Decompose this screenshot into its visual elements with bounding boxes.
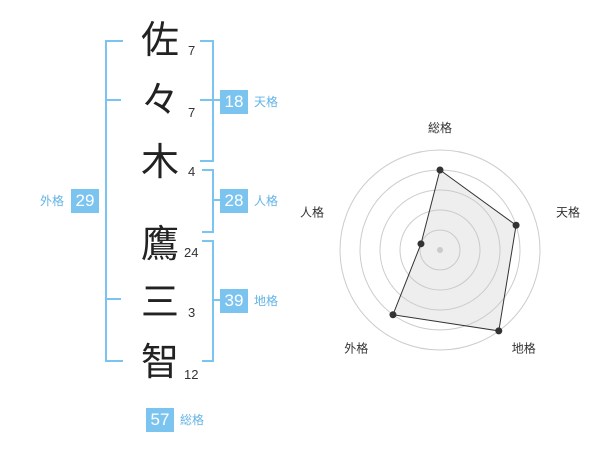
- radar-area: [392, 169, 517, 332]
- stroke-count-2: 7: [188, 105, 196, 120]
- radar-ring-3: [379, 189, 501, 311]
- gaikaku-value: 29: [71, 189, 99, 213]
- gaikaku-tick-top: [105, 99, 121, 101]
- gaikaku-tick-bottom: [105, 298, 121, 300]
- soukaku-label: 総格: [180, 413, 205, 427]
- stroke-count-1: 7: [188, 43, 196, 58]
- name-char-3: 木: [140, 140, 179, 184]
- gaikaku-bracket: [105, 40, 123, 362]
- tenkaku-tick: [200, 99, 220, 101]
- radar-point-4: [417, 240, 425, 248]
- radar-axis-label-0: 総格: [428, 120, 452, 135]
- radar-point-1: [512, 221, 520, 229]
- stroke-count-3: 4: [188, 164, 196, 179]
- radar-axis-label-2: 地格: [512, 341, 536, 356]
- radar-center-dot: [437, 247, 443, 253]
- radar-axis-label-4: 人格: [300, 204, 324, 219]
- radar-point-2: [495, 327, 503, 335]
- radar-axis-label-1: 天格: [556, 204, 580, 219]
- name-char-2: 々: [140, 78, 179, 122]
- stroke-count-5: 3: [188, 305, 196, 320]
- name-char-4: 鷹: [140, 222, 179, 266]
- radar-ring-2: [399, 209, 481, 291]
- soukaku-value: 57: [146, 408, 174, 432]
- chikaku-label: 地格: [254, 294, 279, 308]
- name-char-1: 佐: [140, 18, 179, 62]
- jinkaku-tick: [212, 199, 220, 201]
- chikaku-value: 39: [220, 289, 248, 313]
- radar-axis-label-3: 外格: [344, 341, 368, 356]
- radar-point-0: [436, 166, 444, 174]
- name-char-6: 智: [140, 340, 179, 384]
- gaikaku-label: 外格: [40, 194, 65, 208]
- stroke-count-6: 12: [184, 367, 199, 382]
- chikaku-bracket: [202, 240, 214, 362]
- jinkaku-value: 28: [220, 189, 248, 213]
- tenkaku-value: 18: [220, 90, 248, 114]
- radar-ring-1: [419, 229, 461, 271]
- jinkaku-bracket: [202, 169, 214, 233]
- stroke-count-4: 24: [184, 245, 199, 260]
- chikaku-tick: [212, 299, 220, 301]
- jinkaku-label: 人格: [254, 194, 279, 208]
- name-char-5: 三: [140, 280, 179, 324]
- tenkaku-bracket: [200, 40, 214, 162]
- radar-point-3: [389, 311, 397, 319]
- radar-ring-5: [339, 149, 541, 351]
- tenkaku-label: 天格: [254, 95, 279, 109]
